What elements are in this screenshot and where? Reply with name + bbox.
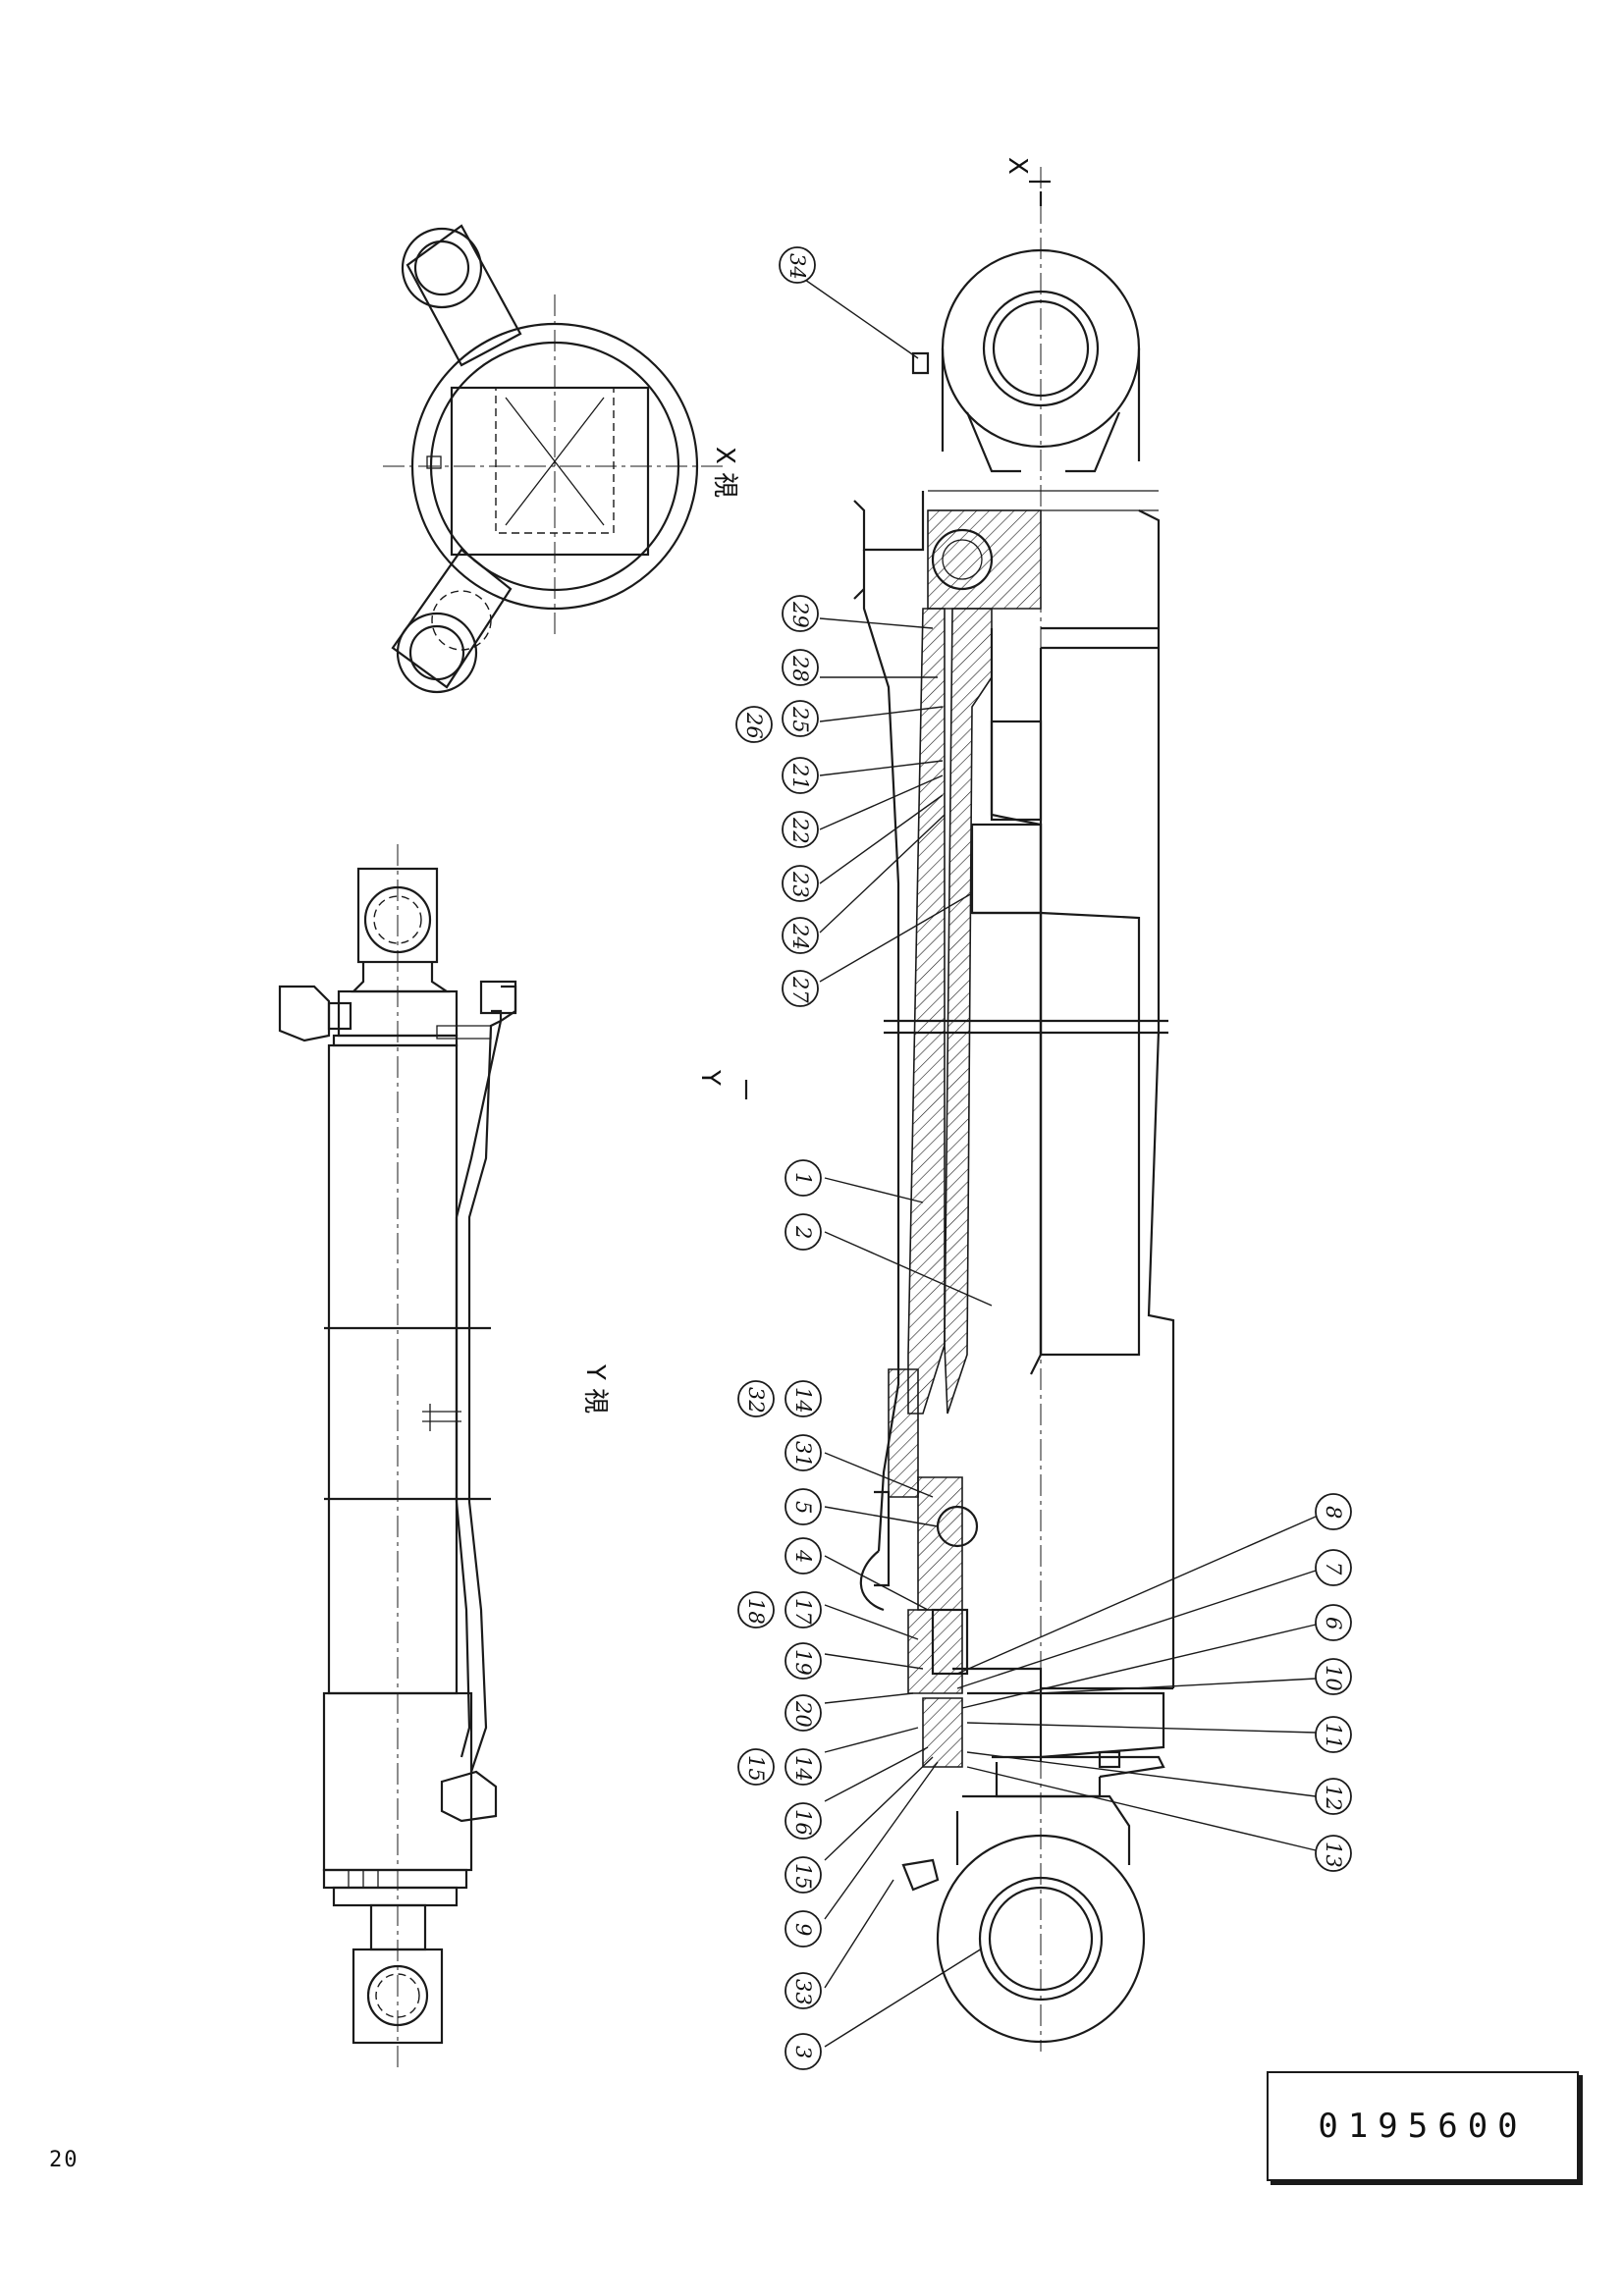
callout-26: 25 xyxy=(782,700,819,737)
callout-10: 10 xyxy=(1315,1658,1352,1695)
svg-text:15: 15 xyxy=(744,1755,768,1782)
page-number: 20 xyxy=(49,2148,80,2172)
svg-text:14: 14 xyxy=(791,1755,815,1782)
callout-33: 33 xyxy=(784,1972,822,2009)
svg-text:13: 13 xyxy=(1322,1842,1345,1868)
svg-text:20: 20 xyxy=(791,1700,815,1728)
callout-11: 11 xyxy=(1315,1716,1352,1753)
callout-23: 22 xyxy=(782,811,819,848)
callout-7: 7 xyxy=(1315,1549,1352,1586)
callout-9: 9 xyxy=(784,1910,822,1948)
callout-18: 17 xyxy=(784,1591,822,1629)
callout-13: 13 xyxy=(1315,1835,1352,1872)
callout-leaders xyxy=(804,279,1317,2048)
svg-text:4: 4 xyxy=(791,1549,815,1563)
svg-text:11: 11 xyxy=(1322,1723,1345,1749)
svg-text:31: 31 xyxy=(791,1441,815,1468)
drawing-number: 0195600 xyxy=(1318,2107,1528,2146)
x-view-label: X 視 xyxy=(710,447,739,498)
svg-text:1: 1 xyxy=(791,1172,815,1185)
svg-text:6: 6 xyxy=(1322,1617,1345,1629)
callout-2: 2 xyxy=(784,1213,822,1251)
drawing-number-box: 0195600 xyxy=(1267,2071,1579,2181)
callout-27: 26 xyxy=(735,706,773,743)
svg-text:22: 22 xyxy=(788,817,812,844)
svg-text:23: 23 xyxy=(788,871,812,898)
callout-34: 34 xyxy=(779,246,816,284)
callout-3: 3 xyxy=(784,2033,822,2070)
svg-text:7: 7 xyxy=(1322,1562,1345,1575)
svg-text:32: 32 xyxy=(744,1387,768,1414)
callout-21: 20 xyxy=(784,1694,822,1732)
callout-31: 31 xyxy=(784,1434,822,1471)
callout-17: 16 xyxy=(784,1802,822,1840)
callout-24: 23 xyxy=(782,865,819,902)
callout-20: 19 xyxy=(784,1642,822,1680)
callout-5: 5 xyxy=(784,1488,822,1525)
svg-text:12: 12 xyxy=(1322,1785,1345,1811)
callout-14a: 14 xyxy=(784,1748,822,1786)
callout-29: 28 xyxy=(782,649,819,686)
svg-text:27: 27 xyxy=(788,976,812,1003)
svg-text:33: 33 xyxy=(791,1979,815,2005)
svg-text:19: 19 xyxy=(791,1649,815,1676)
svg-text:3: 3 xyxy=(791,2046,815,2058)
callout-4: 4 xyxy=(784,1537,822,1575)
svg-text:29: 29 xyxy=(788,601,812,628)
y-view-label: Y 視 xyxy=(580,1363,610,1414)
svg-text:14: 14 xyxy=(791,1387,815,1414)
svg-text:34: 34 xyxy=(785,253,809,280)
svg-text:17: 17 xyxy=(791,1598,815,1625)
callout-22: 21 xyxy=(782,757,819,794)
callout-1: 1 xyxy=(784,1159,822,1197)
callout-bubbles: 34 29 28 25 26 21 22 23 24 27 1 2 32 14 … xyxy=(735,246,1352,2070)
callout-19: 18 xyxy=(737,1591,775,1629)
svg-text:16: 16 xyxy=(791,1809,815,1836)
svg-text:15: 15 xyxy=(791,1863,815,1890)
svg-text:25: 25 xyxy=(788,706,812,733)
callout-32: 32 xyxy=(737,1380,775,1417)
svg-text:21: 21 xyxy=(788,763,812,790)
callout-8: 8 xyxy=(1315,1493,1352,1530)
svg-text:18: 18 xyxy=(744,1598,768,1625)
y-view: Y 視 xyxy=(278,844,610,2071)
section-view: X xyxy=(695,157,1175,2052)
x-view: X 視 xyxy=(383,224,739,694)
callout-15: 15 xyxy=(737,1748,775,1786)
callout-30: 29 xyxy=(782,595,819,632)
callout-14b: 14 xyxy=(784,1380,822,1417)
callout-6: 6 xyxy=(1315,1604,1352,1641)
x-arrow-label: X xyxy=(1002,157,1032,175)
svg-text:10: 10 xyxy=(1322,1665,1345,1691)
y-arrow-label: Y xyxy=(695,1069,725,1086)
svg-text:8: 8 xyxy=(1322,1506,1345,1519)
svg-text:5: 5 xyxy=(791,1501,815,1514)
svg-text:24: 24 xyxy=(788,923,812,950)
callout-12: 12 xyxy=(1315,1778,1352,1815)
callout-16: 15 xyxy=(784,1856,822,1894)
svg-text:26: 26 xyxy=(742,712,766,739)
callout-25: 24 xyxy=(782,917,819,954)
svg-text:9: 9 xyxy=(791,1923,815,1936)
svg-text:28: 28 xyxy=(788,655,812,682)
svg-text:2: 2 xyxy=(791,1225,815,1239)
callout-28: 27 xyxy=(782,970,819,1007)
